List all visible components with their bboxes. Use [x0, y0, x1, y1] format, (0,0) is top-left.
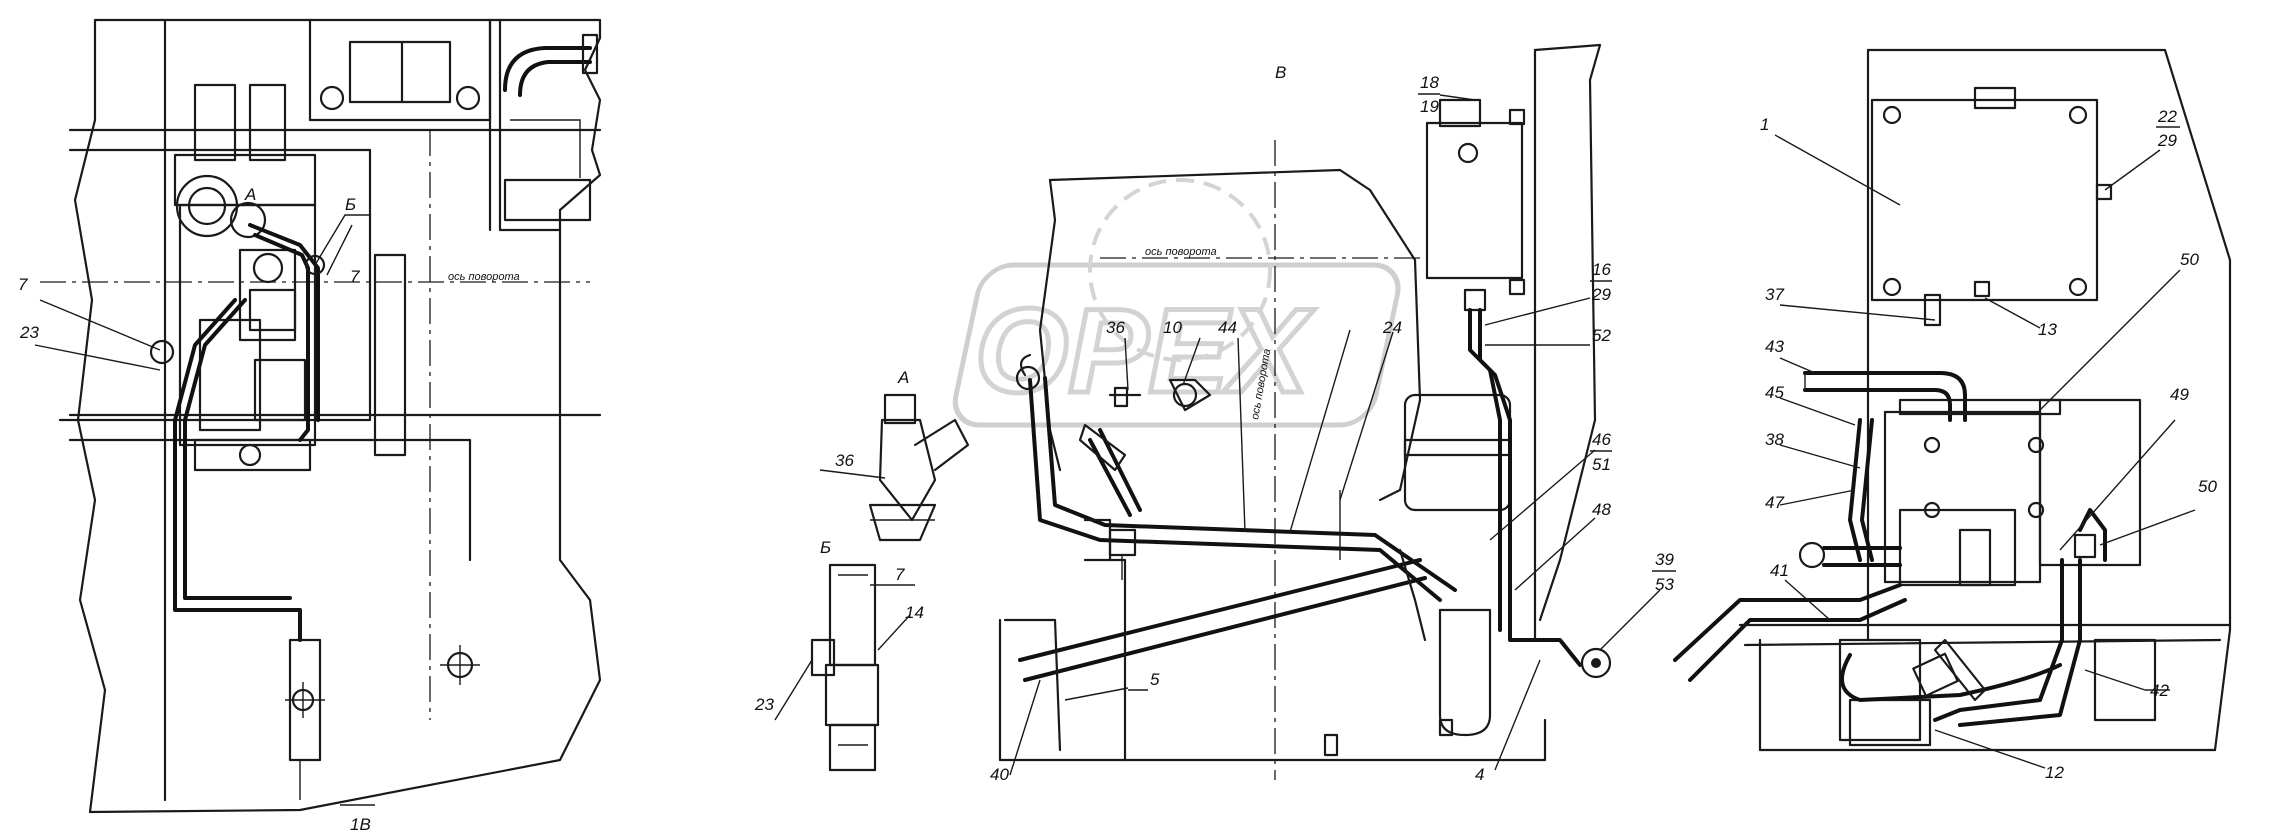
callout-29-top: 29	[1591, 285, 1611, 304]
callout-53: 53	[1655, 575, 1674, 594]
callout-24: 24	[1382, 318, 1402, 337]
callout-7-upper: 7	[350, 267, 360, 286]
view-b-title: В	[1275, 63, 1286, 82]
callout-13: 13	[2038, 320, 2057, 339]
callout-7-detail: 7	[895, 565, 905, 584]
callout-48: 48	[1592, 500, 1611, 519]
detail-a-title: А	[897, 368, 909, 387]
callout-51: 51	[1592, 455, 1611, 474]
callout-18: 18	[1420, 73, 1439, 92]
callout-5: 5	[1150, 670, 1160, 689]
callout-50-top: 50	[2180, 250, 2199, 269]
callout-19: 19	[1420, 97, 1439, 116]
turn-axis-left-label: ось поворота	[448, 271, 520, 283]
callout-39: 39	[1655, 550, 1674, 569]
callout-41: 41	[1770, 561, 1789, 580]
detail-views-a-b: А 36 Б 7 14 23	[754, 368, 970, 772]
callout-50-bottom: 50	[2198, 477, 2217, 496]
callout-22: 22	[2157, 107, 2177, 126]
plan-view-left: ось поворота А	[18, 18, 602, 834]
callout-23-left: 23	[19, 323, 39, 342]
callout-49: 49	[2170, 385, 2189, 404]
callout-36-view: 36	[1106, 318, 1125, 337]
callout-14: 14	[905, 603, 924, 622]
callout-10: 10	[1163, 318, 1182, 337]
callout-7-left: 7	[18, 275, 28, 294]
callout-4: 4	[1475, 765, 1484, 784]
callout-37: 37	[1765, 285, 1784, 304]
bottom-view-mark: 1В	[350, 815, 371, 834]
callout-36-detail: 36	[835, 451, 854, 470]
callout-40: 40	[990, 765, 1009, 784]
callout-1: 1	[1760, 115, 1769, 134]
left-callout-a: А	[244, 185, 256, 204]
callout-52: 52	[1592, 326, 1611, 345]
callout-44: 44	[1218, 318, 1237, 337]
left-callout-b: Б	[345, 195, 356, 214]
callout-29-right: 29	[2157, 131, 2177, 150]
callout-12: 12	[2045, 763, 2064, 782]
callout-46: 46	[1592, 430, 1611, 449]
detail-b-title: Б	[820, 538, 831, 557]
callout-23-detail: 23	[754, 695, 774, 714]
callout-43: 43	[1765, 337, 1784, 356]
callout-16: 16	[1592, 260, 1611, 279]
view-right: 1 22 29 37 13 50 43 45 38 47 49 50 41 42…	[1673, 48, 2232, 782]
callout-38: 38	[1765, 430, 1784, 449]
turn-axis-top-label: ось поворота	[1145, 246, 1217, 258]
callout-45: 45	[1765, 383, 1784, 402]
callout-47: 47	[1765, 493, 1784, 512]
